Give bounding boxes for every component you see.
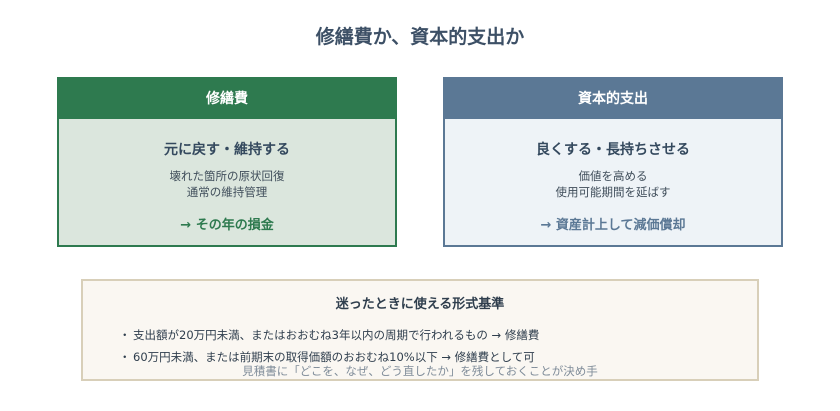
- capital-expenditure-heading: 資本的支出: [445, 79, 781, 119]
- formal-criteria-title: 迷ったときに使える形式基準: [335, 297, 505, 312]
- repair-expense-card: 修繕費 元に戻す・維持する 壊れた箇所の原状回復 通常の維持管理 → その年の損…: [57, 77, 397, 247]
- capital-expenditure-card: 資本的支出 良くする・長持ちさせる 価値を高める 使用可能期間を延ばす → 資産…: [443, 77, 783, 247]
- formal-criteria-list: ・支出額が20万円未満、またはおおむね3年以内の周期で行われるもの → 修繕費 …: [83, 324, 757, 368]
- capital-expenditure-subtitle: 良くする・長持ちさせる: [536, 142, 690, 158]
- criteria-text: 60万円未満、または前期末の取得価額のおおむね10%以下 → 修繕費として可: [133, 350, 535, 364]
- list-item: ・60万円未満、または前期末の取得価額のおおむね10%以下 → 修繕費として可: [119, 346, 757, 368]
- repair-expense-subtitle: 元に戻す・維持する: [164, 142, 290, 158]
- capital-expenditure-line: 使用可能期間を延ばす: [555, 185, 671, 199]
- repair-expense-line: 通常の維持管理: [186, 185, 268, 199]
- page-title: 修繕費か、資本的支出か: [315, 26, 525, 48]
- repair-expense-heading: 修繕費: [59, 79, 395, 119]
- capital-expenditure-description: 価値を高める 使用可能期間を延ばす: [445, 168, 781, 200]
- capital-expenditure-line: 価値を高める: [578, 169, 648, 183]
- formal-criteria-box: 迷ったときに使える形式基準 ・支出額が20万円未満、またはおおむね3年以内の周期…: [81, 279, 759, 381]
- bullet-icon: ・: [119, 350, 131, 364]
- list-item: ・支出額が20万円未満、またはおおむね3年以内の周期で行われるもの → 修繕費: [119, 324, 757, 346]
- repair-expense-result: → その年の損金: [180, 218, 274, 233]
- repair-expense-line: 壊れた箇所の原状回復: [169, 169, 285, 183]
- capital-expenditure-result: → 資産計上して減価償却: [540, 218, 686, 233]
- criteria-text: 支出額が20万円未満、またはおおむね3年以内の周期で行われるもの → 修繕費: [133, 328, 540, 342]
- bullet-icon: ・: [119, 328, 131, 342]
- footnote: 見積書に「どこを、なぜ、どう直したか」を残しておくことが決め手: [242, 364, 598, 378]
- repair-expense-description: 壊れた箇所の原状回復 通常の維持管理: [59, 168, 395, 200]
